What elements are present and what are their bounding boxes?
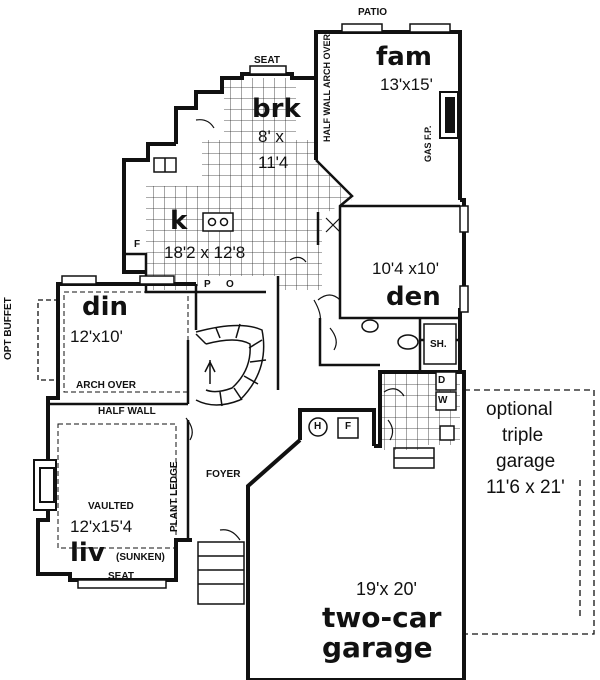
din-dim-label: 12'x10' xyxy=(70,327,123,346)
patio-label: PATIO xyxy=(358,7,388,18)
garage-name-line-1: two-car xyxy=(322,601,442,634)
curved-stairs xyxy=(195,323,267,407)
living-fireplace xyxy=(33,459,57,511)
k-name-label: k xyxy=(170,206,188,236)
din-name-label: din xyxy=(82,292,129,322)
family-fireplace xyxy=(439,91,459,139)
shower-label: SH. xyxy=(430,339,447,350)
sunken-label: (SUNKEN) xyxy=(116,552,165,563)
kitchen-island xyxy=(202,212,234,232)
half-wall-arch-label: HALF WALL ARCH OVER xyxy=(322,34,332,142)
optional-garage-outline xyxy=(464,389,595,635)
entry-steps xyxy=(197,541,245,605)
garage-name-line-2: garage xyxy=(322,631,433,664)
optional-dim: 11'6 x 21' xyxy=(486,477,565,498)
garage-steps xyxy=(393,447,435,469)
optional-line-3: garage xyxy=(496,451,556,472)
door-swings xyxy=(185,119,405,541)
windows xyxy=(61,23,469,589)
liv-name-label: liv xyxy=(70,538,105,568)
bath-fixtures xyxy=(361,319,457,441)
brk-dim-label-2: 11'4 xyxy=(258,153,289,172)
o-mark: O xyxy=(226,279,234,290)
fridge-mark: F xyxy=(134,239,141,250)
arch-over-label: ARCH OVER xyxy=(76,380,137,391)
half-wall-label: HALF WALL xyxy=(98,406,156,417)
pantry-mark: P xyxy=(204,279,211,290)
furnace-mark: F xyxy=(345,421,352,432)
foyer-label: FOYER xyxy=(206,469,241,480)
optional-line-2: triple xyxy=(502,425,544,446)
seat-bottom-label: SEAT xyxy=(108,571,134,582)
kitchen-sink xyxy=(153,157,177,173)
dryer-mark: D xyxy=(438,375,446,386)
living-vault-outline xyxy=(57,423,177,549)
den-dim-label: 10'4 x10' xyxy=(372,259,439,278)
brk-dim-label-1: 8' x xyxy=(258,127,284,146)
k-dim-label: 18'2 x 12'8 xyxy=(164,243,246,262)
liv-dim-label: 12'x15'4 xyxy=(70,517,133,536)
optional-buffet-outline xyxy=(37,299,59,381)
den-name-label: den xyxy=(386,282,441,312)
opt-buffet-label: OPT BUFFET xyxy=(3,297,14,360)
vaulted-label: VAULTED xyxy=(88,501,134,512)
seat-top-label: SEAT xyxy=(254,55,280,66)
brk-name-label: brk xyxy=(252,94,301,124)
gas-fp-label: GAS F.P. xyxy=(423,125,433,162)
furnace-units xyxy=(308,417,359,439)
fam-dim-label: 13'x15' xyxy=(380,75,433,94)
fam-name-label: fam xyxy=(376,42,432,72)
optional-line-1: optional xyxy=(486,399,553,420)
plant-ledge-label: PLANT LEDGE xyxy=(169,461,180,532)
garage-dim-label: 19'x 20' xyxy=(356,579,417,599)
heater-mark: H xyxy=(314,421,322,432)
washer-mark: W xyxy=(438,395,448,406)
